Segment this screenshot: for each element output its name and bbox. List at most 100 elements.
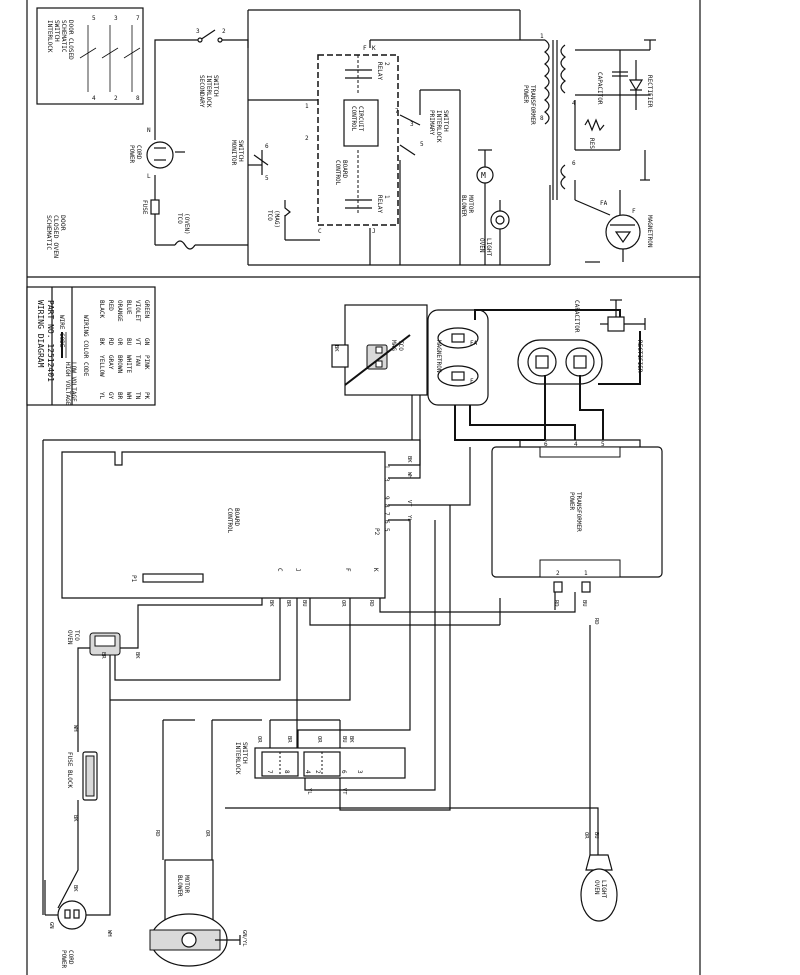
svg-text:5: 5: [265, 175, 269, 182]
svg-text:HIGH VOLTAGE: HIGH VOLTAGE: [64, 362, 71, 406]
legend-color-codes: BLACKBKYELLOWYLREDRDGRAYGYORANGEORBROWNB…: [98, 300, 150, 400]
schematic-magnetron: FA F MAGNETRON: [574, 180, 653, 263]
svg-text:BU: BU: [341, 736, 347, 743]
schematic-control-circuit: [343, 99, 379, 147]
schematic-fuse-label: FUSE: [141, 200, 148, 215]
svg-text:CORD: CORD: [67, 950, 74, 965]
svg-text:CONTROL: CONTROL: [226, 508, 233, 534]
blower-motor-block: BLOWER MOTOR: [149, 859, 241, 967]
interlock-inset-label: INTERLOCK: [46, 20, 53, 53]
svg-text:BR: BR: [100, 652, 106, 659]
schematic-relay1: RELAY 1: [345, 150, 390, 215]
svg-text:1: 1: [540, 33, 544, 40]
schematic-title: SCHEMATIC CLOSED OVEN DOOR: [45, 215, 67, 258]
svg-text:4: 4: [572, 100, 576, 107]
wiring-harness: [42, 309, 641, 916]
svg-text:1: 1: [383, 195, 390, 199]
svg-text:4: 4: [304, 770, 311, 774]
power-cord-block: POWER CORD: [44, 880, 87, 968]
schematic-oven-light: OVEN LIGHT: [478, 210, 510, 256]
motor-icon: M: [481, 171, 486, 180]
legend-color-cell: BR: [116, 392, 123, 400]
svg-text:(MAG): (MAG): [273, 210, 280, 228]
svg-text:5: 5: [420, 141, 424, 148]
svg-text:2: 2: [305, 135, 309, 142]
svg-text:POWER: POWER: [60, 950, 67, 968]
oven-light-block: OVEN LIGHT: [580, 854, 618, 922]
svg-text:POWER: POWER: [128, 145, 135, 163]
legend-color-cell: GY: [107, 392, 114, 400]
legend-color-cell: WH: [125, 392, 132, 400]
fuse-block: FUSE BLOCK: [66, 751, 98, 801]
svg-text:TCO: TCO: [397, 340, 404, 351]
schematic-fuse: [150, 199, 160, 215]
svg-text:SWITCH: SWITCH: [212, 75, 219, 97]
svg-text:RD: RD: [593, 618, 599, 625]
svg-text:BK: BK: [72, 815, 78, 822]
svg-text:K: K: [372, 45, 376, 52]
svg-text:MOTOR: MOTOR: [183, 875, 190, 893]
svg-text:8: 8: [383, 504, 390, 508]
svg-text:WIRING COLOR CODE: WIRING COLOR CODE: [82, 315, 89, 377]
schematic-primary-switch: 7 3 5 PRIMARY INTERLOCK SWITCH: [395, 108, 449, 156]
svg-text:YL: YL: [306, 788, 312, 795]
interlock-inset-label: SWITCH: [53, 20, 60, 42]
legend: WIRING DIAGRAM PART NO. 12512401 WIRE CO…: [26, 286, 156, 406]
legend-color-cell: PK: [143, 392, 150, 400]
svg-text:TCO: TCO: [73, 630, 80, 641]
svg-text:LIGHT: LIGHT: [485, 238, 492, 256]
svg-text:6: 6: [340, 770, 347, 774]
svg-text:GN: GN: [48, 922, 54, 929]
svg-text:RD: RD: [553, 600, 559, 607]
legend-color-cell: PINK: [143, 355, 150, 370]
svg-text:INTERLOCK: INTERLOCK: [205, 75, 212, 108]
svg-text:7: 7: [266, 770, 273, 774]
svg-text:MAGNETRON: MAGNETRON: [435, 340, 442, 373]
wiring-section: CONTROL BOARD P1 P2 C J F K 1 3 9 8 7 6 …: [42, 299, 663, 968]
svg-text:INTERLOCK: INTERLOCK: [234, 742, 241, 775]
legend-color-cell: VIOLET: [134, 300, 141, 322]
svg-text:P2: P2: [373, 528, 380, 536]
legend-color-cell: ORANGE: [116, 300, 123, 322]
interlock-inset-box: [36, 7, 144, 105]
svg-text:OR: OR: [583, 832, 589, 839]
legend-color-cell: GN: [143, 338, 150, 346]
power-transformer-block: POWER TRANSFORMER 6 4 5 2 1: [491, 439, 663, 593]
legend-color-cell: BLUE: [125, 300, 132, 315]
svg-text:BU: BU: [581, 600, 587, 607]
svg-text:DOOR: DOOR: [59, 215, 67, 231]
wire-tags: BK WH VT YL BK BR BU OR RD RD BU RD BK B…: [48, 345, 599, 947]
interlock-schematic-inset: INTERLOCK SWITCH SCHEMATIC DOOR CLOSED 5…: [36, 7, 144, 105]
svg-text:YL: YL: [406, 515, 412, 522]
svg-text:RELAY: RELAY: [376, 62, 383, 80]
svg-text:BK: BK: [406, 456, 412, 463]
svg-text:TCO: TCO: [176, 213, 183, 224]
svg-text:F: F: [470, 378, 474, 385]
svg-text:C: C: [318, 228, 322, 235]
inset-pin: 2: [114, 95, 118, 102]
svg-text:RD: RD: [154, 830, 160, 837]
legend-color-cell: OR: [116, 338, 123, 346]
p1-connector: [142, 573, 204, 583]
svg-text:BOARD: BOARD: [341, 160, 348, 178]
svg-text:6: 6: [544, 441, 548, 448]
svg-text:6: 6: [572, 160, 576, 167]
svg-text:CAPACITOR: CAPACITOR: [596, 72, 603, 105]
schematic-wiring: [154, 9, 551, 266]
legend-color-cell: GREEN: [143, 300, 150, 318]
svg-text:CAPACITOR: CAPACITOR: [573, 300, 580, 333]
svg-text:CONTROL: CONTROL: [334, 160, 341, 186]
svg-text:F: F: [363, 45, 367, 52]
svg-text:SWITCH: SWITCH: [442, 110, 449, 132]
svg-text:PRIMARY: PRIMARY: [428, 110, 435, 136]
legend-color-cell: YELLOW: [98, 355, 105, 377]
svg-text:2: 2: [383, 62, 390, 66]
svg-text:9: 9: [383, 496, 390, 500]
inset-switch-blade: [123, 47, 141, 59]
svg-text:OR: OR: [316, 736, 322, 743]
svg-text:WH: WH: [406, 472, 412, 479]
svg-text:MAG: MAG: [390, 340, 397, 351]
